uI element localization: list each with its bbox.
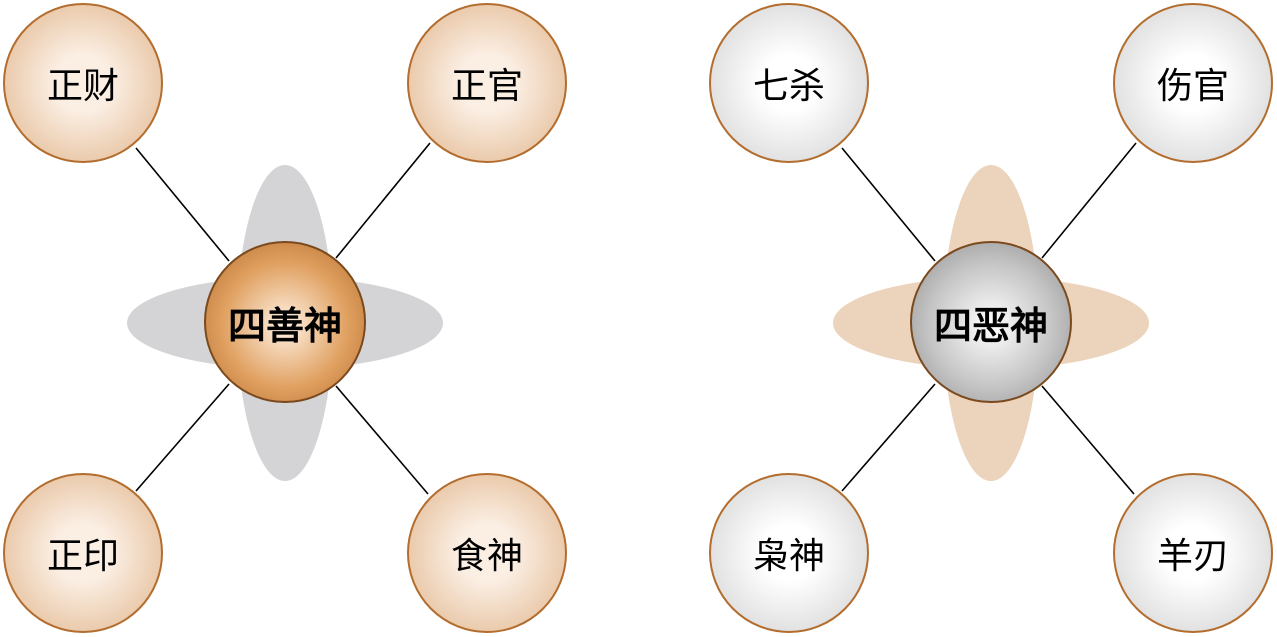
node-zhengyin: 正印 — [3, 473, 163, 633]
node-label: 七杀 — [752, 66, 825, 107]
node-zhengcai: 正财 — [3, 3, 163, 163]
connector-bottom-left — [841, 383, 936, 492]
connector-top-left — [841, 147, 936, 262]
connector-top-right — [335, 142, 431, 259]
node-zhengguan: 正官 — [407, 3, 567, 163]
node-shangguan: 伤官 — [1113, 3, 1273, 163]
connector-lines — [841, 142, 1137, 495]
node-label: 枭神 — [752, 536, 825, 577]
connector-lines — [135, 142, 431, 495]
node-xiaoshen: 枭神 — [709, 473, 869, 633]
evil-gods-diagram: 七杀 伤官 枭神 羊刃 四恶神 — [706, 0, 1277, 637]
connector-top-right — [1041, 142, 1137, 259]
good-gods-diagram: 正财 正官 正印 食神 四善神 — [0, 0, 600, 637]
center-hub: 四善神 — [204, 241, 366, 403]
node-label: 食神 — [450, 536, 523, 577]
node-shishen: 食神 — [407, 473, 567, 633]
connector-bottom-right — [335, 385, 429, 495]
center-hub: 四恶神 — [910, 241, 1072, 403]
node-yangren: 羊刃 — [1113, 473, 1273, 633]
node-label: 正印 — [46, 536, 119, 577]
node-label: 羊刃 — [1156, 536, 1229, 577]
node-label: 正财 — [46, 66, 119, 107]
connector-top-left — [135, 147, 230, 262]
center-label: 四恶神 — [933, 302, 1048, 348]
node-qisha: 七杀 — [709, 3, 869, 163]
node-label: 伤官 — [1156, 66, 1229, 107]
connector-bottom-right — [1041, 385, 1135, 495]
node-label: 正官 — [450, 66, 523, 107]
center-label: 四善神 — [227, 302, 342, 348]
connector-bottom-left — [135, 383, 230, 492]
